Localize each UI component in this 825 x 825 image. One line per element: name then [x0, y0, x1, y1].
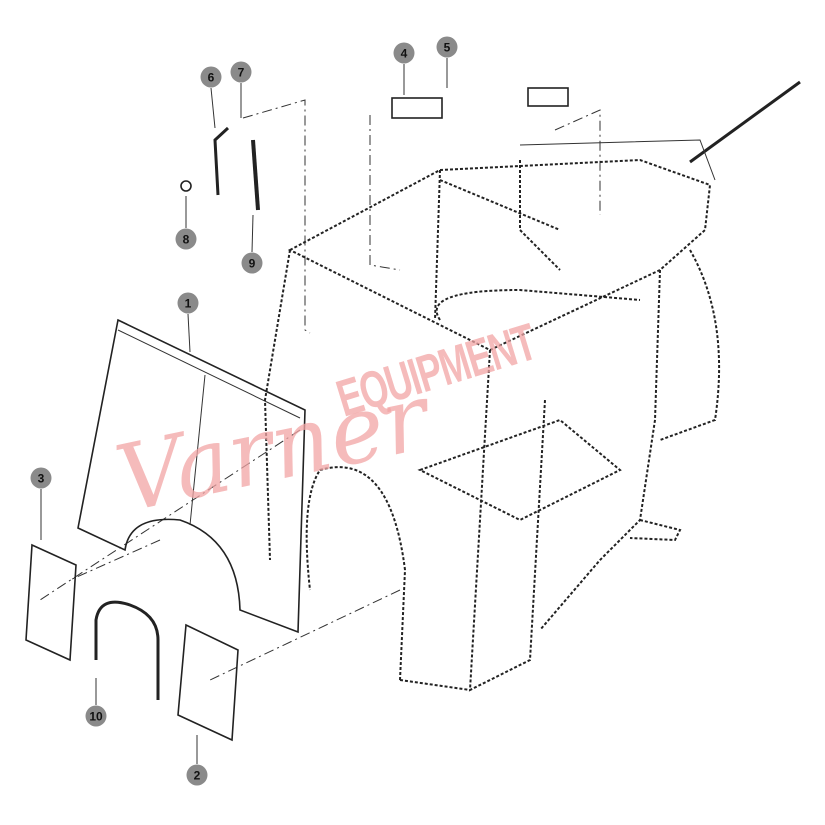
- rear-wiper: [689, 80, 801, 164]
- glass-panel-2: [177, 623, 239, 742]
- callout-2[interactable]: 2: [186, 764, 208, 786]
- callout-5[interactable]: 5: [436, 36, 458, 58]
- leader-lines: [40, 58, 448, 764]
- callout-6[interactable]: 6: [200, 66, 222, 88]
- assembly-lines: [39, 99, 601, 681]
- callout-3[interactable]: 3: [30, 467, 52, 489]
- callout-9[interactable]: 9: [241, 252, 263, 274]
- callout-4[interactable]: 4: [393, 42, 415, 64]
- windshield-glass: [77, 318, 306, 634]
- callout-1[interactable]: 1: [177, 292, 199, 314]
- callout-10[interactable]: 10: [85, 705, 107, 727]
- wiper-motor-rear: [527, 87, 569, 107]
- glass-panel-3: [25, 543, 77, 662]
- wiper-motor-front: [391, 97, 443, 119]
- seal-10: [94, 600, 160, 700]
- wiper-blade: [251, 139, 260, 211]
- callout-7[interactable]: 7: [230, 61, 252, 83]
- wiper-arm: [213, 126, 230, 196]
- cab-frame: [263, 139, 721, 692]
- nut-8: [180, 180, 192, 192]
- callout-8[interactable]: 8: [175, 228, 197, 250]
